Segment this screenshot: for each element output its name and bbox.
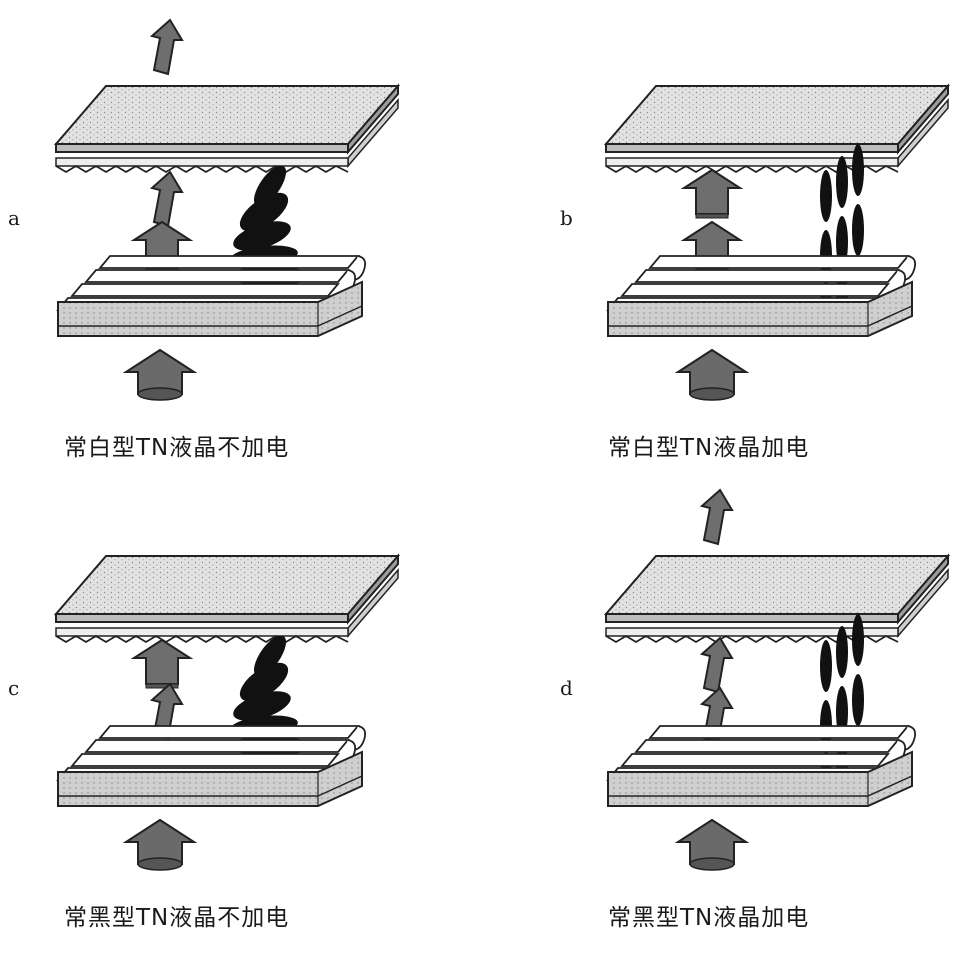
panel-a [55,19,399,401]
top-polarizer [55,555,399,643]
backlight-arrow [677,349,747,401]
twisted-light-arrow [151,171,183,227]
panel-c [55,555,399,871]
top-polarizer [55,85,399,173]
panel-label-d: d [560,676,573,700]
panel-label-b: b [560,206,573,230]
light-arrow [701,637,733,693]
panel-label-c: c [8,676,20,700]
caption-b: 常白型TN液晶加电 [608,435,810,461]
bottom-substrate [57,725,367,807]
backlight-arrow [677,819,747,871]
panel-b [605,85,949,401]
panel-label-a: a [8,206,20,230]
backlight-arrow [125,819,195,871]
caption-a: 常白型TN液晶不加电 [64,435,290,461]
blocked-light-arrow [133,639,191,689]
backlight-arrow [125,349,195,401]
bottom-substrate [57,255,367,337]
bottom-substrate [607,255,917,337]
panel-d [605,489,949,871]
bottom-substrate [607,725,917,807]
exiting-light-arrow [701,489,733,545]
top-polarizer [605,555,949,643]
caption-d: 常黑型TN液晶加电 [608,905,810,931]
top-polarizer [605,85,949,173]
caption-c: 常黑型TN液晶不加电 [64,905,290,931]
exiting-light-arrow [151,19,183,75]
blocked-light-arrow [683,169,741,219]
